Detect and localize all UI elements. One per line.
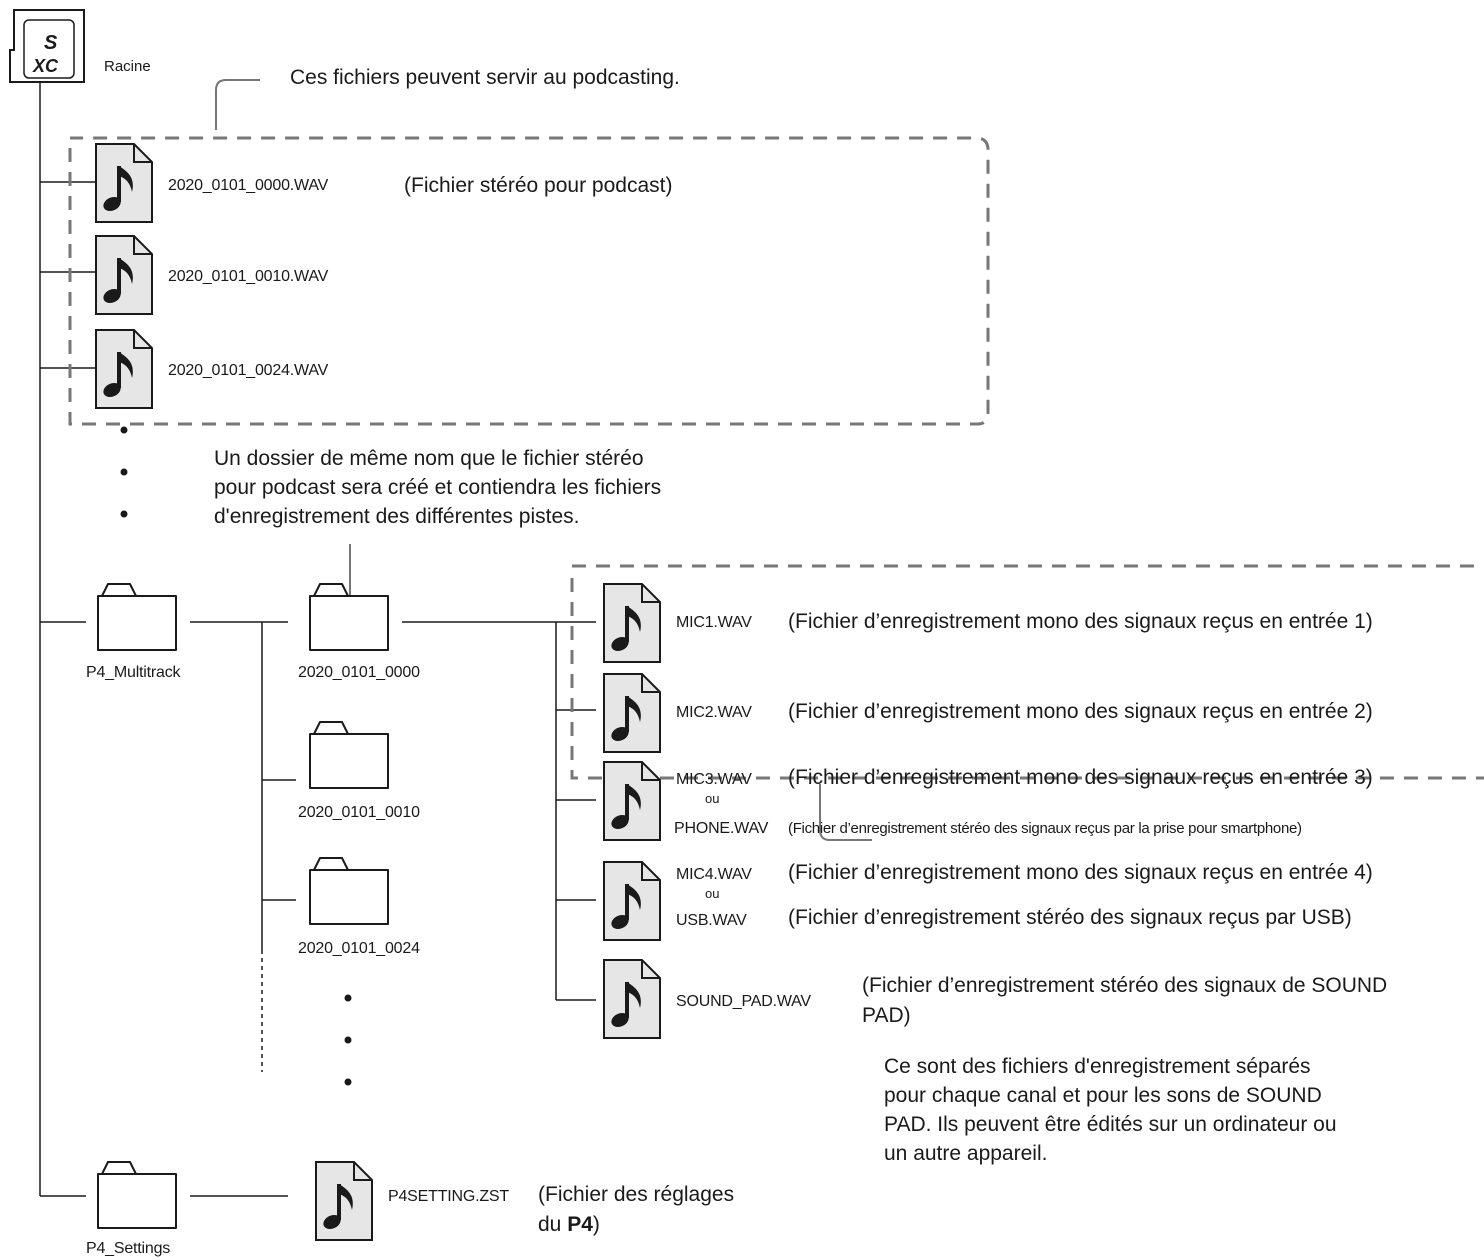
folder-label: 2020_0101_0024 (298, 940, 420, 957)
music-file-icon (602, 760, 662, 842)
file-description: (Fichier stéréo pour podcast) (404, 174, 673, 197)
music-file-icon (602, 582, 662, 664)
model-name: P4 (567, 1213, 593, 1236)
folder-note-line: pour podcast sera créé et contiendra les… (214, 476, 662, 499)
separate-note-line: Ce sont des fichiers d'enregistrement sé… (884, 1055, 1311, 1078)
track-files-box (570, 564, 1484, 780)
folder-note-line: Un dossier de même nom que le fichier st… (214, 447, 644, 470)
podcast-files-box (68, 136, 990, 426)
or-label: ou (705, 886, 720, 901)
music-file-icon (602, 672, 662, 754)
file-description: (Fichier d’enregistrement mono des signa… (788, 700, 1373, 723)
music-file-icon (94, 328, 154, 410)
sd-logo-bottom: XC (32, 56, 59, 76)
file-name: 2020_0101_0000.WAV (168, 177, 329, 194)
tree-lines (39, 82, 596, 1197)
file-name: P4SETTING.ZST (388, 1188, 509, 1205)
sd-card-icon: S XC (9, 9, 85, 83)
folder-label-multitrack: P4_Multitrack (86, 664, 181, 681)
file-name: SOUND_PAD.WAV (676, 993, 811, 1010)
folder-label: 2020_0101_0000 (298, 664, 420, 681)
separate-note-line: PAD. Ils peuvent être édités sur un ordi… (884, 1113, 1337, 1136)
separate-note-line: un autre appareil. (884, 1142, 1048, 1165)
file-description: (Fichier d’enregistrement stéréo des sig… (862, 974, 1388, 997)
folder-label-settings: P4_Settings (86, 1240, 171, 1257)
music-file-icon (602, 958, 662, 1040)
folder-label: 2020_0101_0010 (298, 804, 420, 821)
file-name: MIC1.WAV (676, 614, 752, 631)
file-description: (Fichier des réglages (538, 1183, 735, 1206)
file-name: MIC2.WAV (676, 704, 752, 721)
file-description: (Fichier d’enregistrement stéréo des sig… (788, 906, 1352, 929)
file-name: 2020_0101_0010.WAV (168, 268, 329, 285)
file-description: du P4) (538, 1213, 600, 1237)
music-file-icon (602, 860, 662, 942)
music-file-icon (94, 234, 154, 316)
file-name: USB.WAV (676, 912, 747, 929)
folder-note: Un dossier de même nom que le fichier st… (214, 444, 814, 531)
file-description: (Fichier d’enregistrement mono des signa… (788, 861, 1373, 884)
file-description: (Fichier d’enregistrement stéréo des sig… (788, 820, 1302, 837)
folder-icon (97, 583, 177, 651)
separate-note-line: pour chaque canal et pour les sons de SO… (884, 1084, 1322, 1107)
file-description: (Fichier d’enregistrement mono des signa… (788, 766, 1373, 789)
separate-callout-line (819, 784, 872, 841)
music-file-icon (94, 142, 154, 224)
podcast-callout-line (215, 79, 260, 130)
separate-files-note: Ce sont des fichiers d'enregistrement sé… (884, 1052, 1474, 1168)
or-label: ou (705, 791, 720, 806)
file-name: MIC4.WAV (676, 866, 752, 883)
folder-icon (97, 1161, 177, 1229)
folder-icon (309, 857, 389, 925)
folder-note-line: d'enregistrement des différentes pistes. (214, 505, 580, 528)
desc-suffix: ) (592, 1213, 600, 1236)
music-file-icon (314, 1160, 374, 1242)
file-name: PHONE.WAV (674, 820, 769, 837)
root-label: Racine (104, 58, 151, 75)
file-name: MIC3.WAV (676, 771, 752, 788)
ellipsis-dots (120, 426, 352, 1086)
folder-icon (309, 721, 389, 789)
file-description: PAD) (862, 1004, 911, 1027)
file-name: 2020_0101_0024.WAV (168, 362, 329, 379)
sd-logo-top: S (44, 32, 58, 54)
desc-prefix: du (538, 1213, 568, 1236)
podcast-note: Ces fichiers peuvent servir au podcastin… (290, 66, 680, 89)
file-description: (Fichier d’enregistrement mono des signa… (788, 610, 1373, 633)
